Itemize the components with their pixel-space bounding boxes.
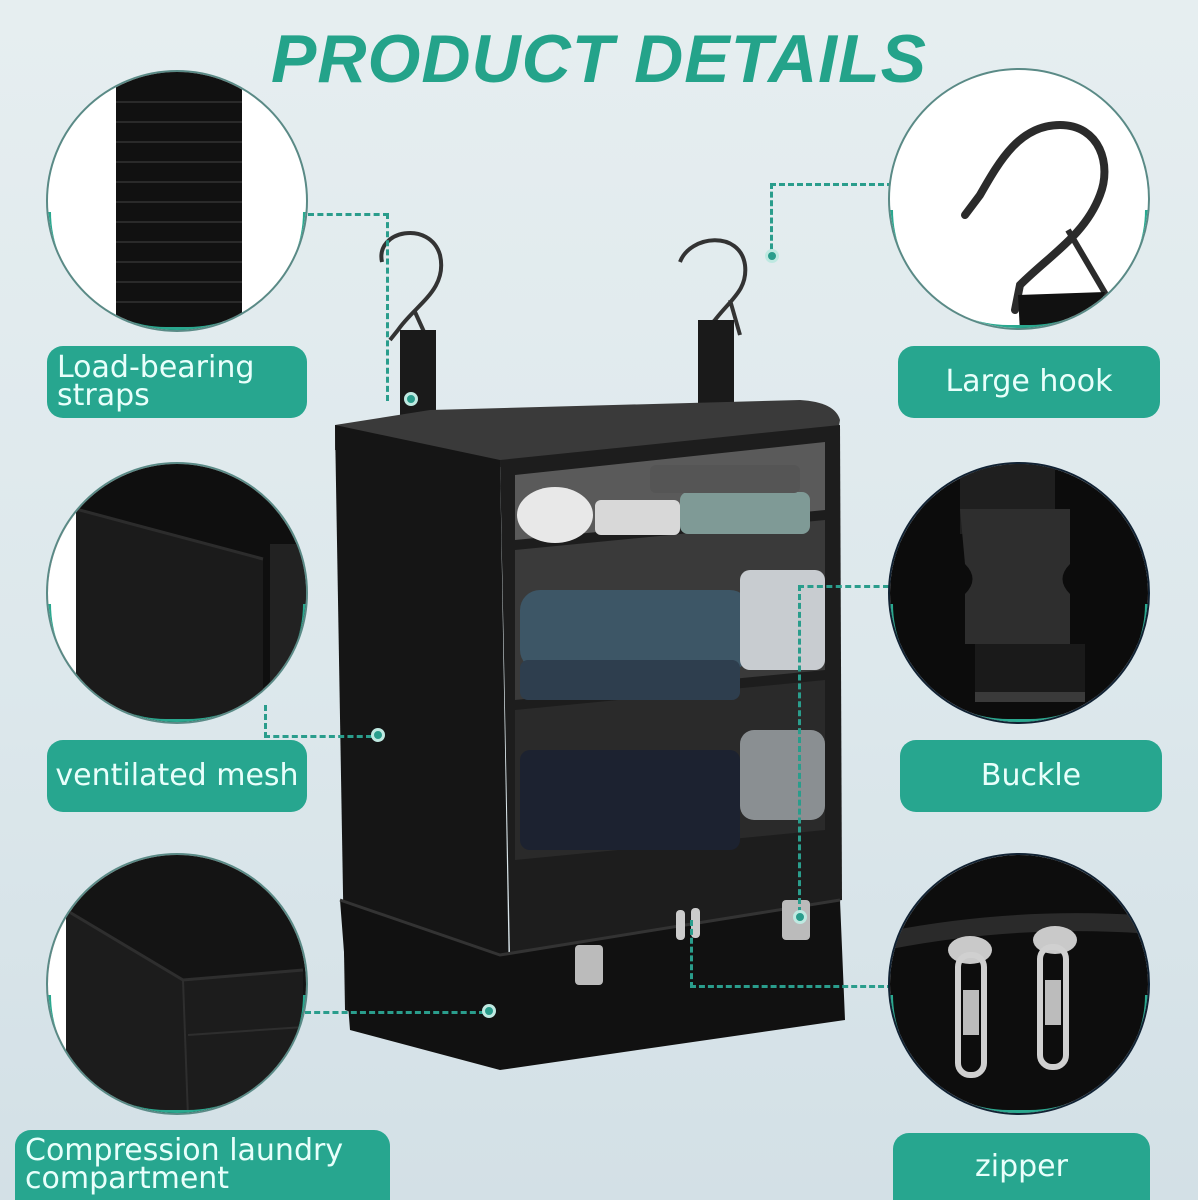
connector-dot-mesh [371, 728, 385, 742]
connector-zipper [690, 920, 893, 988]
feature-image-mesh [46, 462, 308, 724]
feature-label-zipper: zipper [893, 1133, 1150, 1200]
feature-image-zipper [888, 853, 1150, 1115]
feature-image-laundry [46, 853, 308, 1115]
feature-label-straps-line1: Load-bearing [57, 350, 255, 385]
connector-straps [308, 213, 389, 401]
feature-label-hook: Large hook [898, 346, 1160, 418]
feature-image-hook [888, 68, 1150, 330]
feature-image-straps [46, 70, 308, 332]
feature-label-laundry-line1: Compression laundry [25, 1133, 344, 1168]
connector-dot-straps [404, 392, 418, 406]
circle-rim [890, 995, 1148, 1113]
circle-rim [890, 604, 1148, 722]
connector-dot-hook [765, 249, 779, 263]
connector-dot-buckle [793, 910, 807, 924]
circle-rim [48, 212, 306, 330]
feature-label-mesh: ventilated mesh [47, 740, 307, 812]
connector-dot-laundry [482, 1004, 496, 1018]
connector-hook [770, 183, 893, 258]
page-title: PRODUCT DETAILS [271, 21, 927, 97]
feature-label-laundry: Compression laundry compartment [15, 1130, 390, 1200]
feature-label-straps-line2: straps [57, 378, 150, 413]
product-image [320, 210, 860, 1070]
connector-mesh [264, 705, 372, 738]
connector-buckle [798, 585, 889, 913]
circle-rim [890, 210, 1148, 328]
feature-label-laundry-line2: compartment [25, 1161, 230, 1196]
feature-label-straps: Load-bearing straps [47, 346, 307, 418]
feature-image-buckle [888, 462, 1150, 724]
circle-rim [48, 995, 306, 1113]
connector-laundry [305, 1011, 485, 1014]
hanging-organizer-icon [335, 231, 845, 1070]
feature-label-buckle: Buckle [900, 740, 1162, 812]
